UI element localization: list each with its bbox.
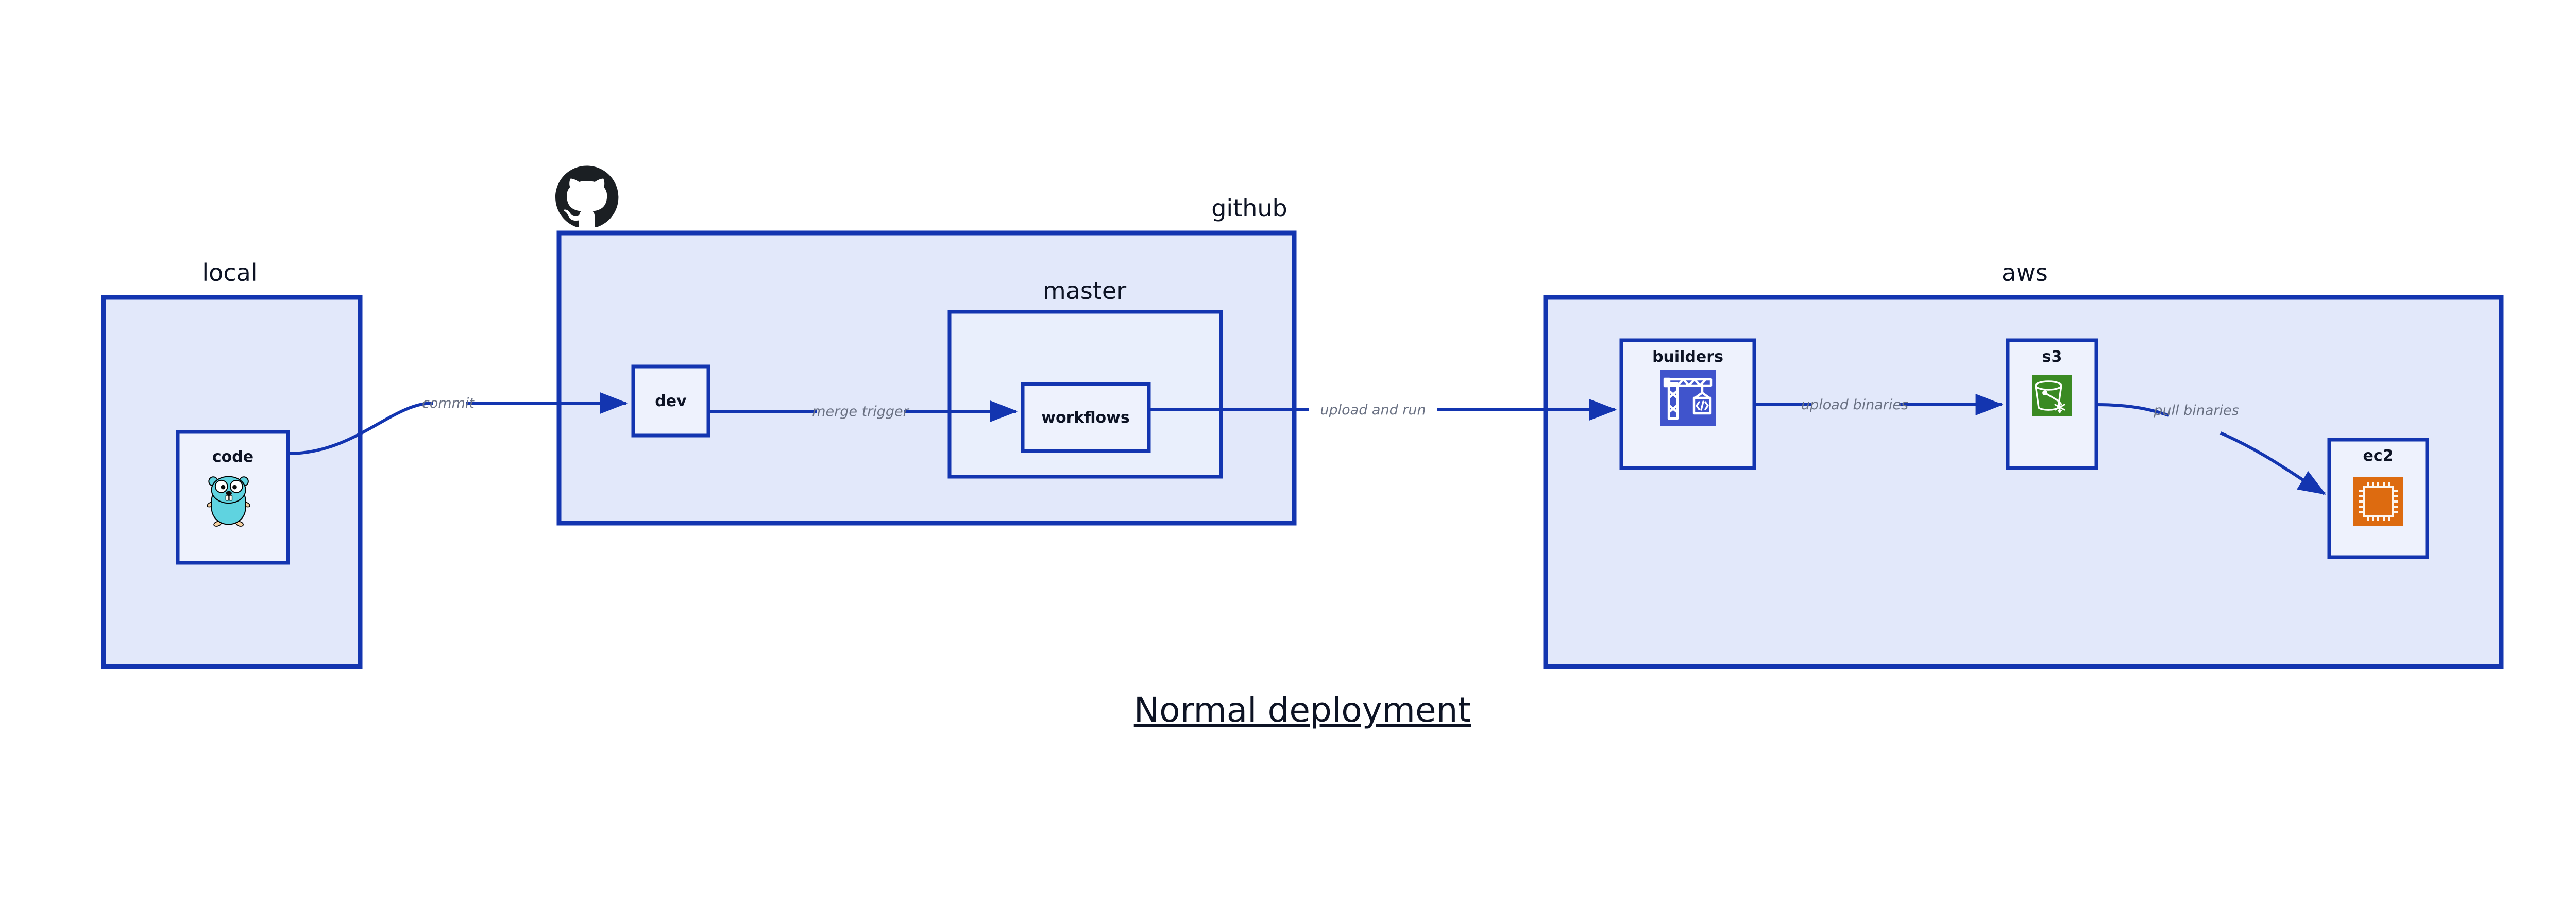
node-s3-label: s3	[2042, 348, 2062, 366]
edge-s3-to-ec2: pull binaries	[2096, 403, 2327, 495]
go-gopher-icon	[207, 476, 250, 527]
edge-builders-to-s3: upload binaries	[1754, 394, 2004, 415]
aws-builders-crane-icon	[1660, 370, 1716, 426]
node-dev-label: dev	[655, 392, 687, 410]
github-octocat-icon	[555, 165, 619, 227]
node-code-label: code	[212, 448, 253, 466]
aws-ec2-chip-icon	[2353, 477, 2403, 526]
subgroup-master-label: master	[1043, 277, 1126, 305]
edge-dev-to-workflows-label: merge trigger	[812, 404, 909, 420]
group-aws-label: aws	[2002, 259, 2048, 287]
group-aws: aws builders	[1543, 259, 2504, 669]
group-github-label: github	[1211, 194, 1287, 222]
node-dev[interactable]: dev	[631, 364, 710, 438]
node-ec2[interactable]: ec2	[2327, 438, 2429, 559]
node-dev-box[interactable]	[631, 364, 710, 438]
aws-s3-bucket-icon	[2032, 375, 2072, 416]
node-builders-label: builders	[1652, 348, 1723, 366]
group-local-label: local	[202, 259, 257, 287]
node-builders[interactable]: builders	[1619, 338, 1756, 470]
node-workflows-box[interactable]	[1021, 382, 1151, 453]
edge-workflows-to-builders-label: upload and run	[1320, 402, 1426, 418]
subgroup-master: master workflows	[947, 277, 1223, 479]
edge-code-to-dev: commit	[287, 392, 628, 455]
node-workflows-label: workflows	[1041, 409, 1130, 427]
edge-builders-to-s3-label: upload binaries	[1801, 397, 1908, 413]
node-ec2-label: ec2	[2363, 447, 2393, 465]
group-local: local code	[101, 259, 363, 669]
group-github: github dev master workflows	[555, 165, 1297, 526]
edge-code-to-dev-label: commit	[422, 395, 475, 411]
edge-dev-to-workflows: merge trigger	[708, 400, 1018, 422]
node-workflows[interactable]: workflows	[1021, 382, 1151, 453]
diagram-title: Normal deployment	[1134, 690, 1471, 730]
edge-s3-to-ec2-label: pull binaries	[2153, 403, 2239, 419]
edge-workflows-to-builders: upload and run	[1149, 399, 1617, 421]
node-code[interactable]: code	[176, 430, 290, 565]
node-s3[interactable]: s3	[2006, 338, 2098, 470]
